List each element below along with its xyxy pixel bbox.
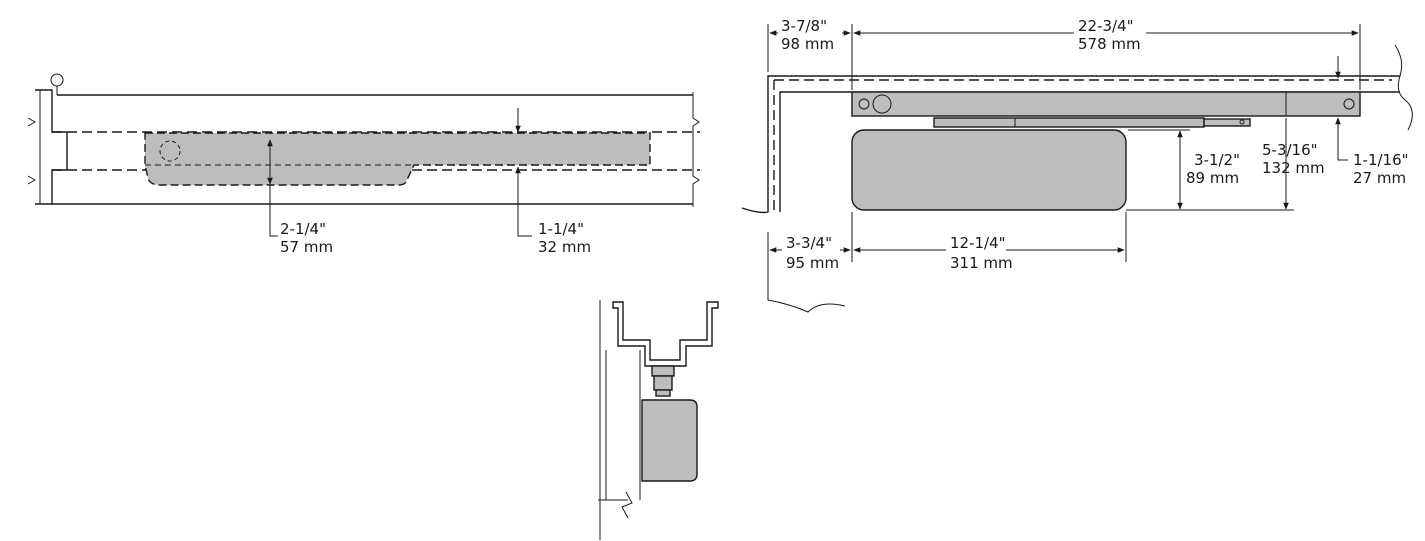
closer-body-section xyxy=(641,399,698,482)
door-break-mark xyxy=(692,92,700,207)
dim-offset-bottom-imperial: 3-3/4" xyxy=(786,234,832,252)
spindle-collar xyxy=(653,375,673,391)
frame-outline-outer xyxy=(741,75,1400,214)
frame-channel-section xyxy=(612,301,719,367)
dim-body-length-imperial: 12-1/4" xyxy=(950,234,1006,252)
leader-body-height xyxy=(269,184,278,237)
dim-track-depth-metric: 27 mm xyxy=(1353,169,1406,187)
track-screw-left xyxy=(858,98,870,110)
leader-track-height xyxy=(517,190,532,237)
frame-jamb xyxy=(35,89,68,205)
dim-body-length-metric: 311 mm xyxy=(950,254,1013,272)
door-break-lower xyxy=(767,232,846,313)
track-screw-right xyxy=(1343,98,1355,110)
track-roller xyxy=(872,94,892,114)
dim-track-height-imperial: 1-1/4" xyxy=(538,220,584,238)
dim-offset-top-imperial: 3-7/8" xyxy=(781,17,827,35)
section-view xyxy=(598,300,719,540)
section-break-mark xyxy=(621,491,633,519)
mount-plate xyxy=(651,365,675,377)
dim-offset-bottom-metric: 95 mm xyxy=(786,254,839,272)
plan-view: 3-7/8" 98 mm 22-3/4" 578 mm 3-1/2" 89 mm… xyxy=(741,17,1413,313)
dim-body-depth-metric: 89 mm xyxy=(1186,169,1239,187)
closer-arm xyxy=(933,117,1205,128)
slide-track xyxy=(851,91,1361,117)
label-bg-offset-bottom xyxy=(782,236,840,272)
dim-total-depth-metric: 132 mm xyxy=(1262,159,1325,177)
dim-offset-top-metric: 98 mm xyxy=(781,35,834,53)
arm-end-slider xyxy=(1203,118,1251,127)
label-bg-track-length xyxy=(1074,19,1146,53)
dim-track-length-imperial: 22-3/4" xyxy=(1078,17,1134,35)
label-bg-offset-top xyxy=(778,19,842,53)
arm-pivot xyxy=(1239,119,1245,125)
door-section-edges xyxy=(605,350,641,500)
hinge-knob xyxy=(50,73,64,87)
concealed-closer-body xyxy=(144,132,651,186)
closer-spindle xyxy=(159,140,181,162)
spindle-base xyxy=(655,389,671,397)
dim-body-depth-imperial: 3-1/2" xyxy=(1194,151,1240,169)
dim-track-height-metric: 32 mm xyxy=(538,238,591,256)
dim-total-depth-imperial: 5-3/16" xyxy=(1262,141,1318,159)
dim-track-depth-imperial: 1-1/16" xyxy=(1353,151,1409,169)
label-bg-body-length xyxy=(946,236,1006,272)
leader-track-depth xyxy=(1337,140,1348,161)
jamb-break-marks xyxy=(27,117,37,185)
dim-body-height-metric: 57 mm xyxy=(280,238,333,256)
dim-body-height-imperial: 2-1/4" xyxy=(280,220,326,238)
wall-break-mark xyxy=(1394,44,1413,131)
front-elevation-view: 2-1/4" 57 mm 1-1/4" 32 mm xyxy=(27,73,700,256)
closer-body-plan xyxy=(851,129,1127,211)
dim-track-length-metric: 578 mm xyxy=(1078,35,1141,53)
frame-hidden-line xyxy=(773,79,1392,212)
